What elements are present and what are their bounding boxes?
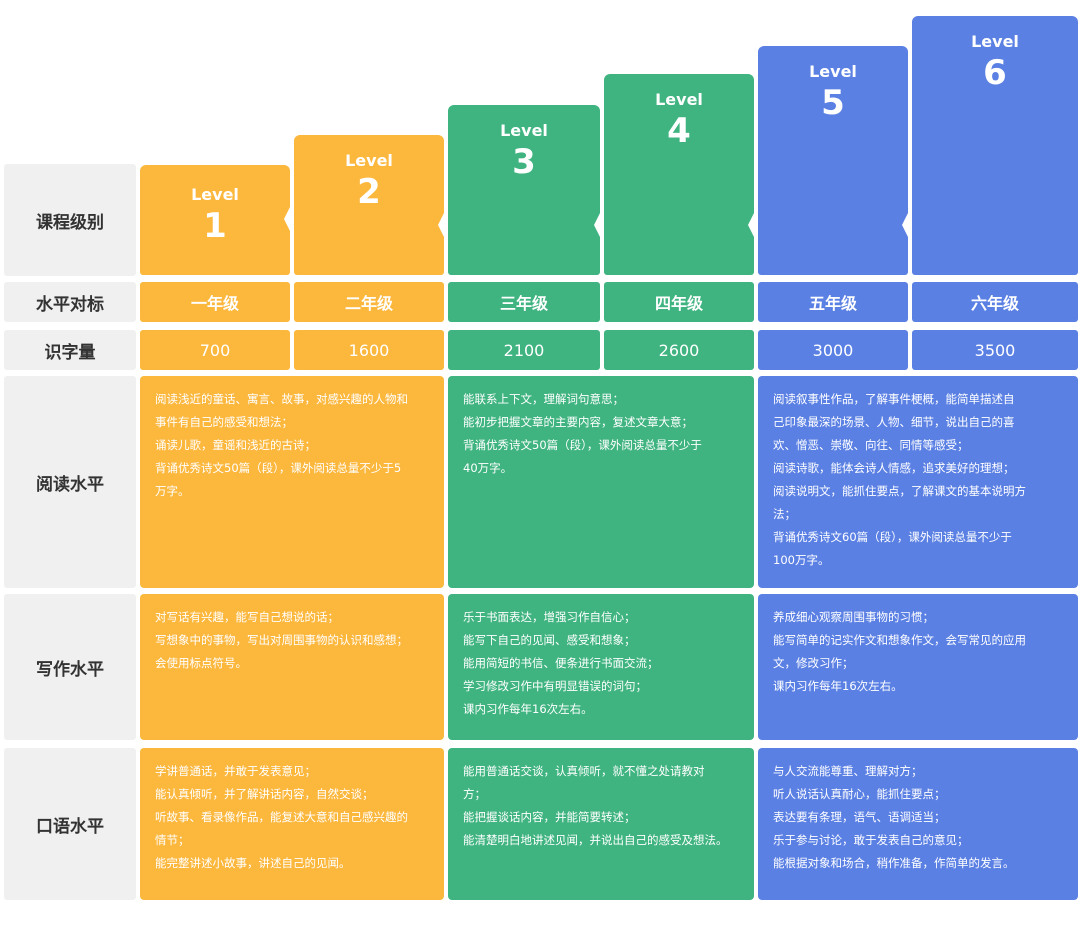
reading-line: 背诵优秀诗文60篇（段），课外阅读总量不少于 [773, 530, 1012, 544]
chars-cell-5: 3000 [758, 330, 908, 370]
speaking-line: 方； [463, 787, 486, 801]
reading-line: 背诵优秀诗文50篇（段），课外阅读总量不少于5 [155, 461, 402, 475]
level-tab-5: Level 5 [758, 46, 909, 275]
speaking-line: 听故事、看录像作品，能复述大意和自己感兴趣的 [155, 810, 408, 824]
level-number: 4 [667, 111, 691, 151]
level-number: 3 [512, 142, 536, 182]
chars-cell-3: 2100 [448, 330, 600, 370]
level-number: 1 [203, 206, 227, 246]
speaking-line: 与人交流能尊重、理解对方； [773, 764, 923, 778]
reading-line: 背诵优秀诗文50篇（段），课外阅读总量不少于 [463, 438, 702, 452]
writing-cell-yellow: 对写话有兴趣，能写自己想说的话； 写想象中的事物，写出对周围事物的认识和感想； … [140, 594, 444, 740]
speaking-cell-green: 能用普通话交谈，认真倾听，就不懂之处请教对 方； 能把握谈话内容，并能简要转述；… [448, 748, 754, 900]
level-tab-1: Level 1 [140, 165, 291, 275]
writing-line: 课内习作每年16次左右。 [773, 679, 903, 693]
writing-line: 乐于书面表达，增强习作自信心； [463, 610, 636, 624]
level-number: 6 [983, 53, 1007, 93]
speaking-line: 学讲普通话，并敢于发表意见； [155, 764, 316, 778]
row-label-speaking: 口语水平 [4, 748, 136, 900]
reading-line: 阅读说明文，能抓住要点，了解课文的基本说明方 [773, 484, 1026, 498]
chevron-right-icon [284, 205, 291, 233]
level-word: Level [345, 151, 393, 170]
reading-line: 能联系上下文，理解词句意思； [463, 392, 624, 406]
speaking-line: 能清楚明白地讲述见闻，并说出自己的感受及想法。 [463, 833, 728, 847]
speaking-line: 能用普通话交谈，认真倾听，就不懂之处请教对 [463, 764, 705, 778]
grade-cell-2: 二年级 [294, 282, 444, 322]
speaking-line: 乐于参与讨论，敢于发表自己的意见； [773, 833, 969, 847]
speaking-line: 能把握谈话内容，并能简要转述； [463, 810, 636, 824]
reading-line: 己印象最深的场景、人物、细节，说出自己的喜 [773, 415, 1015, 429]
row-label-chars: 识字量 [4, 330, 136, 370]
writing-line: 能用简短的书信、便条进行书面交流； [463, 656, 659, 670]
reading-line: 40万字。 [463, 461, 513, 475]
speaking-cell-blue: 与人交流能尊重、理解对方； 听人说话认真耐心，能抓住要点； 表达要有条理，语气、… [758, 748, 1078, 900]
reading-line: 法； [773, 507, 796, 521]
speaking-line: 能根据对象和场合，稍作准备，作简单的发言。 [773, 856, 1015, 870]
level-number: 5 [821, 83, 845, 123]
chevron-right-icon [748, 211, 755, 239]
level-word: Level [500, 121, 548, 140]
reading-cell-blue: 阅读叙事性作品，了解事件梗概，能简单描述自 己印象最深的场景、人物、细节，说出自… [758, 376, 1078, 588]
chevron-right-icon [902, 211, 909, 239]
speaking-cell-yellow: 学讲普通话，并敢于发表意见； 能认真倾听，并了解讲话内容，自然交谈； 听故事、看… [140, 748, 444, 900]
level-tab-6: Level 6 [912, 16, 1078, 275]
row-label-reading: 阅读水平 [4, 376, 136, 588]
level-tab-2: Level 2 [294, 135, 445, 275]
grade-cell-5: 五年级 [758, 282, 908, 322]
speaking-line: 能完整讲述小故事，讲述自己的见闻。 [155, 856, 351, 870]
chars-cell-4: 2600 [604, 330, 754, 370]
chevron-right-icon [594, 211, 601, 239]
writing-line: 学习修改习作中有明显错误的词句； [463, 679, 647, 693]
writing-line: 会使用标点符号。 [155, 656, 247, 670]
level-tab-4: Level 4 [604, 74, 755, 275]
chars-cell-6: 3500 [912, 330, 1078, 370]
writing-line: 对写话有兴趣，能写自己想说的话； [155, 610, 339, 624]
chars-cell-1: 700 [140, 330, 290, 370]
chars-cell-2: 1600 [294, 330, 444, 370]
reading-line: 能初步把握文章的主要内容，复述文章大意； [463, 415, 693, 429]
reading-line: 欢、憎恶、崇敬、向往、同情等感受； [773, 438, 969, 452]
writing-cell-blue: 养成细心观察周围事物的习惯； 能写简单的记实作文和想象作文，会写常见的应用 文，… [758, 594, 1078, 740]
reading-line: 阅读浅近的童话、寓言、故事，对感兴趣的人物和 [155, 392, 408, 406]
speaking-line: 情节； [155, 833, 190, 847]
row-label-writing: 写作水平 [4, 594, 136, 740]
level-number: 2 [357, 172, 381, 212]
writing-line: 课内习作每年16次左右。 [463, 702, 593, 716]
reading-cell-green: 能联系上下文，理解词句意思； 能初步把握文章的主要内容，复述文章大意； 背诵优秀… [448, 376, 754, 588]
reading-line: 诵读儿歌，童谣和浅近的古诗； [155, 438, 316, 452]
writing-line: 养成细心观察周围事物的习惯； [773, 610, 934, 624]
writing-line: 文，修改习作； [773, 656, 854, 670]
chevron-right-icon [438, 211, 445, 239]
grade-cell-4: 四年级 [604, 282, 754, 322]
level-word: Level [809, 62, 857, 81]
row-label-grade: 水平对标 [4, 282, 136, 322]
grade-cell-3: 三年级 [448, 282, 600, 322]
level-word: Level [971, 32, 1019, 51]
reading-line: 阅读诗歌，能体会诗人情感，追求美好的理想； [773, 461, 1015, 475]
writing-cell-green: 乐于书面表达，增强习作自信心； 能写下自己的见闻、感受和想象； 能用简短的书信、… [448, 594, 754, 740]
grade-cell-1: 一年级 [140, 282, 290, 322]
level-tab-3: Level 3 [448, 105, 601, 275]
level-word: Level [655, 90, 703, 109]
reading-line: 事件有自己的感受和想法； [155, 415, 293, 429]
writing-line: 写想象中的事物，写出对周围事物的认识和感想； [155, 633, 408, 647]
reading-line: 阅读叙事性作品，了解事件梗概，能简单描述自 [773, 392, 1015, 406]
speaking-line: 能认真倾听，并了解讲话内容，自然交谈； [155, 787, 374, 801]
row-label-level: 课程级别 [4, 164, 136, 276]
writing-line: 能写简单的记实作文和想象作文，会写常见的应用 [773, 633, 1026, 647]
speaking-line: 表达要有条理，语气、语调适当； [773, 810, 946, 824]
grade-cell-6: 六年级 [912, 282, 1078, 322]
reading-line: 100万字。 [773, 553, 830, 567]
level-word: Level [191, 185, 239, 204]
writing-line: 能写下自己的见闻、感受和想象； [463, 633, 636, 647]
reading-line: 万字。 [155, 484, 190, 498]
reading-cell-yellow: 阅读浅近的童话、寓言、故事，对感兴趣的人物和 事件有自己的感受和想法； 诵读儿歌… [140, 376, 444, 588]
speaking-line: 听人说话认真耐心，能抓住要点； [773, 787, 946, 801]
